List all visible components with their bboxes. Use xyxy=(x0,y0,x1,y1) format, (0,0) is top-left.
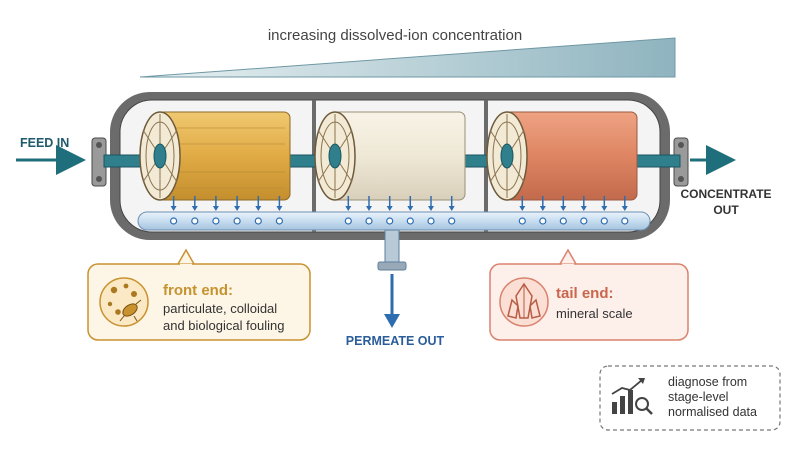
permeate-hole xyxy=(386,217,394,225)
permeate-flow-arrowhead xyxy=(621,206,628,211)
permeate-hole xyxy=(518,217,526,225)
permeate-flow-arrowhead xyxy=(191,206,198,211)
permeate-hole xyxy=(406,217,414,225)
permeate-hole xyxy=(254,217,262,225)
permeate-hole xyxy=(448,217,456,225)
microbe-particles-icon xyxy=(99,277,149,327)
permeate-flow-arrowhead xyxy=(428,206,434,211)
permeate-hole xyxy=(212,217,220,225)
permeate-outlet-pipe xyxy=(384,229,400,263)
permeate-flow-arrowhead xyxy=(519,206,526,211)
permeate-flow-arrowhead xyxy=(580,206,587,211)
permeate-holes xyxy=(170,217,629,225)
front-end-title: front end: xyxy=(163,282,233,299)
note-line3: normalised data xyxy=(668,405,757,419)
gradient-label: increasing dissolved-ion concentration xyxy=(268,27,522,44)
permeate-hole xyxy=(427,217,435,225)
permeate-flow-arrowhead xyxy=(539,206,546,211)
permeate-flow-arrowhead xyxy=(276,206,283,211)
permeate-flow-arrowhead xyxy=(170,206,177,211)
front-end-line2: and biological fouling xyxy=(163,318,284,333)
permeate-hole xyxy=(275,217,283,225)
permeate-flow-arrowhead xyxy=(345,206,352,211)
permeate-flow-arrowhead xyxy=(234,206,241,211)
tail-end-title: tail end: xyxy=(556,285,614,302)
membrane-element-front xyxy=(139,111,291,201)
permeate-flow-arrowhead xyxy=(386,206,393,211)
permeate-hole xyxy=(233,217,241,225)
membrane-element-tail xyxy=(486,111,638,201)
feed-in-label: FEED IN xyxy=(20,136,69,150)
permeate-hole xyxy=(559,217,567,225)
permeate-hole xyxy=(580,217,588,225)
note-line1: diagnose from xyxy=(668,375,747,389)
permeate-flow-arrowhead xyxy=(560,206,567,211)
permeate-flow-arrowhead xyxy=(601,206,608,211)
permeate-hole xyxy=(170,217,178,225)
permeate-hole xyxy=(344,217,352,225)
front-end-line1: particulate, colloidal xyxy=(163,301,277,316)
permeate-flow-arrowhead xyxy=(366,206,372,211)
concentrate-out-label-line1: CONCENTRATE xyxy=(680,187,771,201)
permeate-flow-arrowhead xyxy=(448,206,455,211)
crystal-icon xyxy=(499,277,549,327)
permeate-hole xyxy=(539,217,547,225)
diagnose-note: diagnose from stage-level normalised dat… xyxy=(599,365,781,431)
note-line2: stage-level xyxy=(668,390,728,404)
permeate-flow-arrowhead xyxy=(212,206,219,211)
front-end-callout: front end: particulate, colloidal and bi… xyxy=(87,248,311,341)
permeate-flow-arrowhead xyxy=(255,206,262,211)
membrane-element-middle xyxy=(314,111,466,201)
tail-end-line1: mineral scale xyxy=(556,306,633,321)
permeate-out-label: PERMEATE OUT xyxy=(346,334,445,348)
concentrate-out-label-line2: OUT xyxy=(713,203,739,217)
permeate-hole xyxy=(191,217,199,225)
permeate-flow-arrowhead xyxy=(407,206,414,211)
chart-magnifier-icon xyxy=(611,378,653,415)
tail-end-callout: tail end: mineral scale xyxy=(489,248,689,341)
concentration-gradient-wedge xyxy=(139,37,676,78)
permeate-flow-arrows xyxy=(170,196,628,211)
permeate-hole xyxy=(600,217,608,225)
permeate-hole xyxy=(621,217,629,225)
permeate-hole xyxy=(365,217,373,225)
